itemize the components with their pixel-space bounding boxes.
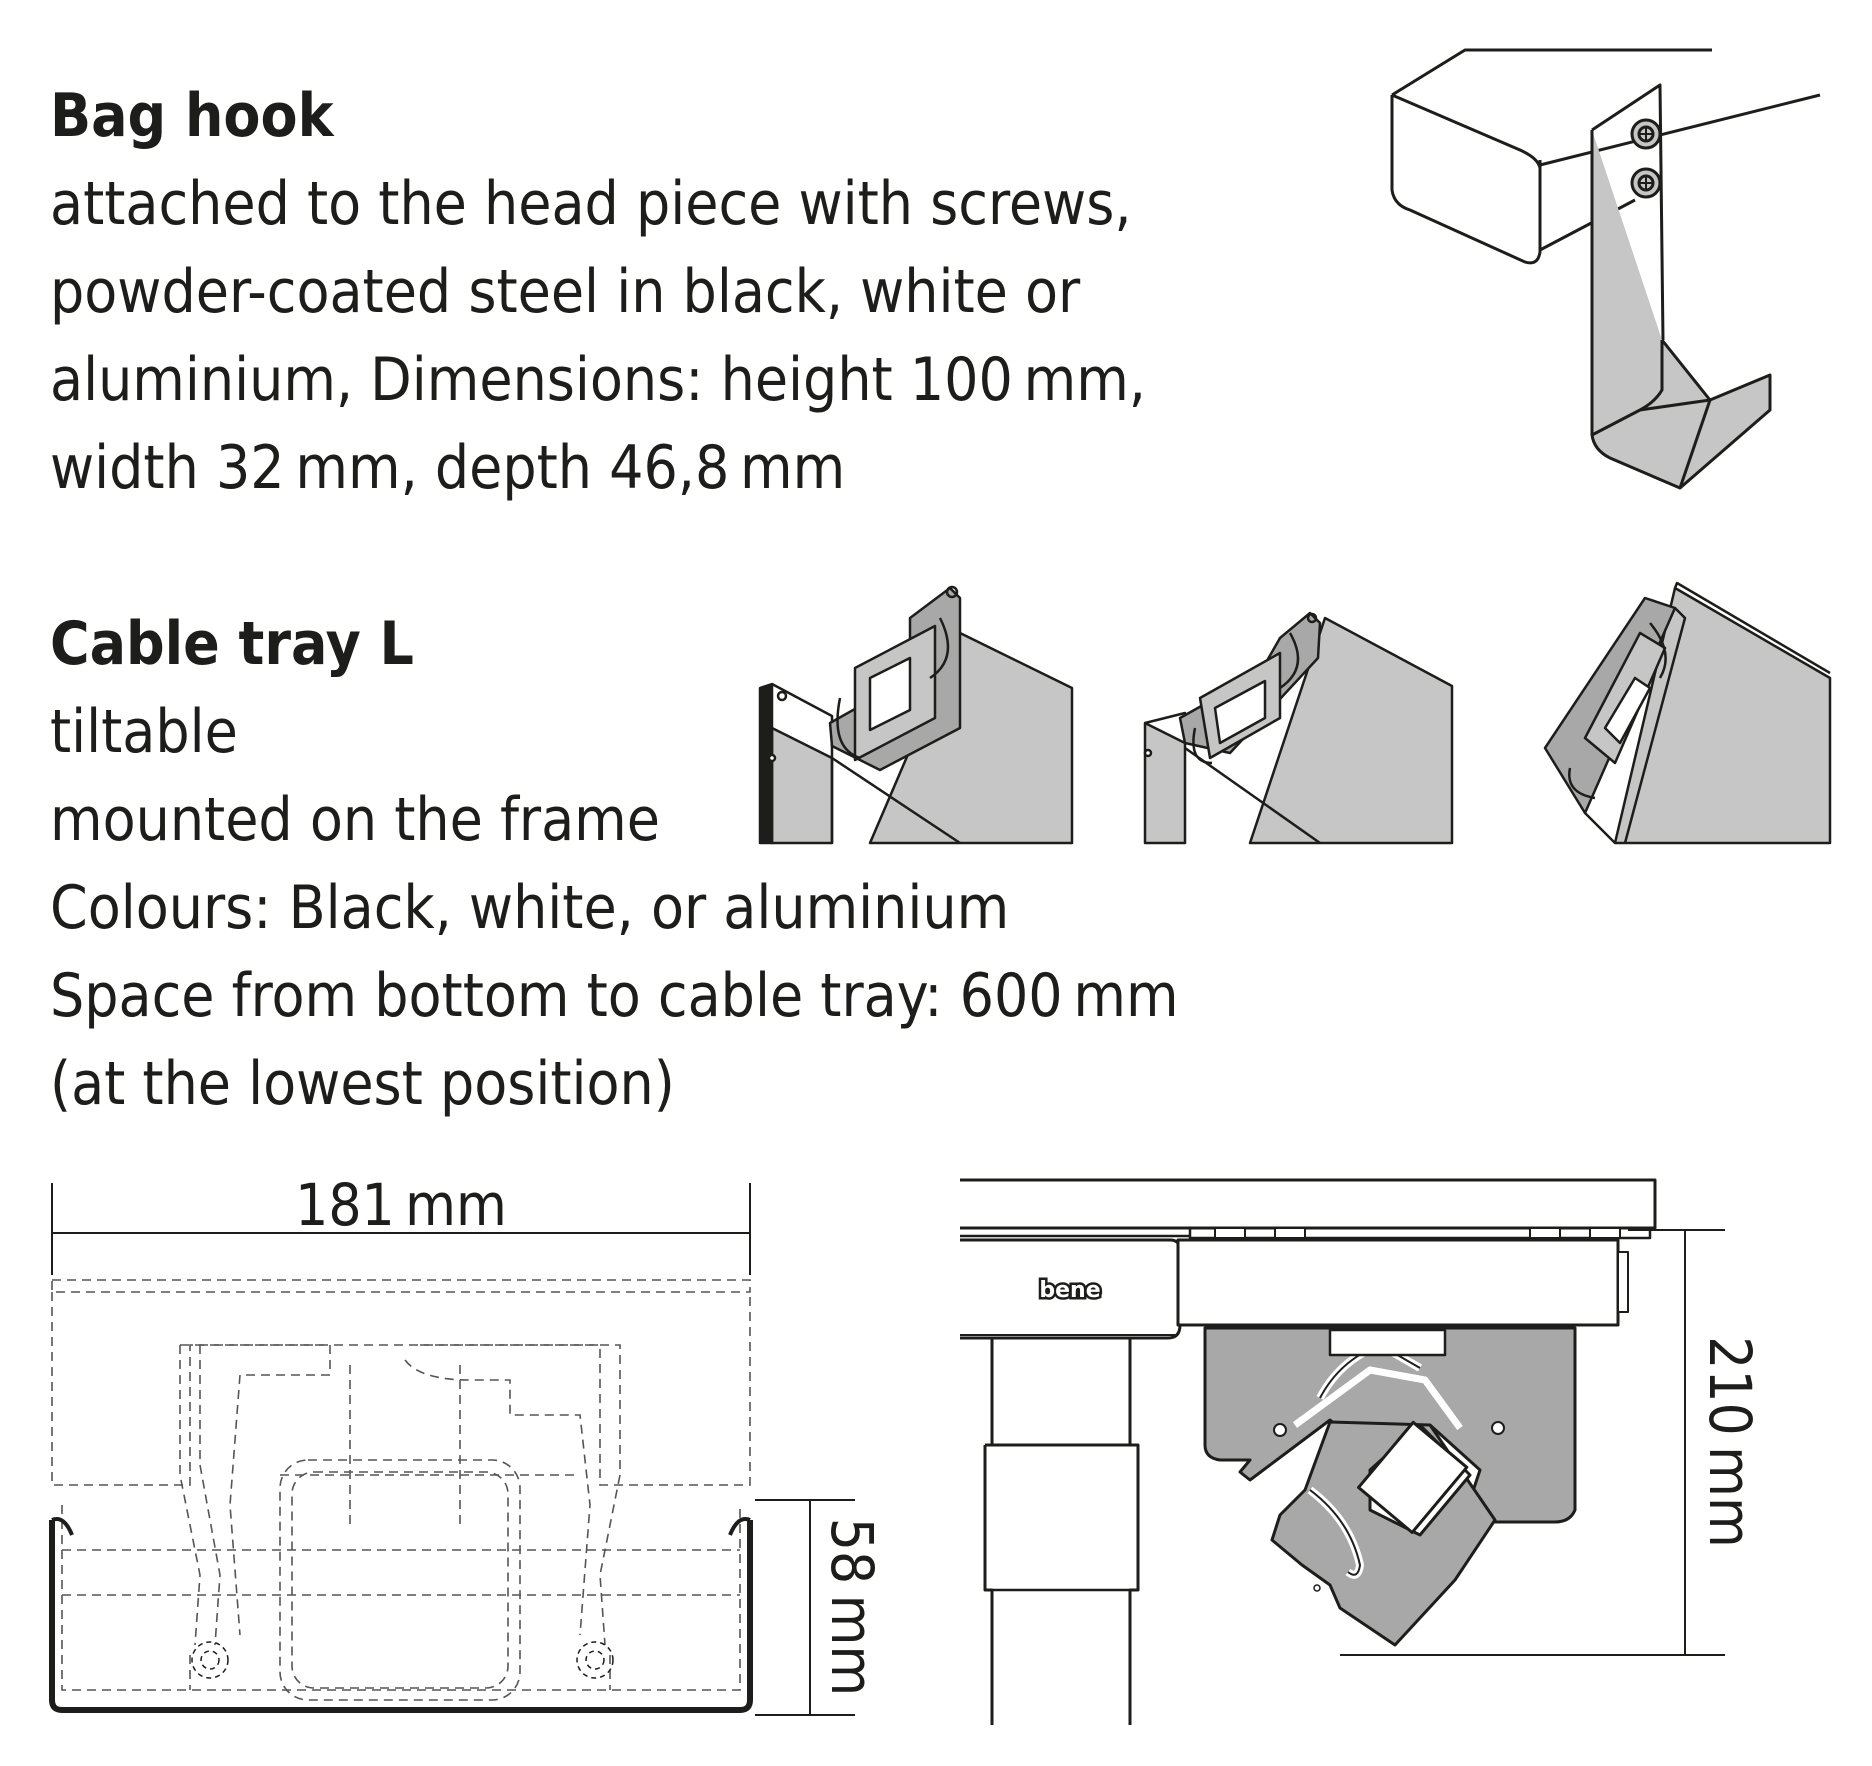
cable-tray-view-half — [1143, 611, 1454, 845]
width-dimension-label: 181 mm — [295, 1171, 507, 1239]
cable-tray-line-3: Colours: Black, white, or aluminium — [50, 873, 1010, 943]
bag-hook-title: Bag hook — [50, 81, 334, 151]
cable-tray-title: Cable tray L — [50, 609, 414, 679]
bag-hook-description: attached to the head piece with screws, … — [50, 160, 1146, 512]
cable-tray-line-5: (at the lowest position) — [50, 1049, 675, 1119]
bag-hook-line-3: aluminium, Dimensions: height 100 mm, — [50, 345, 1146, 415]
bag-hook-line-4: width 32 mm, depth 46,8 mm — [50, 433, 846, 503]
height-dimension-label: 58 mm — [818, 1518, 886, 1696]
cable-tray-view-tilted — [1543, 581, 1832, 845]
total-height-dimension-label: 210 mm — [1696, 1336, 1764, 1548]
bene-logo: bene — [1039, 1278, 1100, 1303]
cable-tray-line-2: mounted on the frame — [50, 785, 660, 855]
cable-tray-side-drawing: bene 210 mm — [960, 1178, 1764, 1725]
cable-tray-description: tiltable mounted on the frame Colours: B… — [50, 688, 1179, 1128]
cable-tray-view-upright — [758, 585, 1074, 845]
cable-tray-line-1: tiltable — [50, 697, 238, 767]
cable-tray-front-drawing: 181 mm 58 mm — [49, 1171, 886, 1716]
bag-hook-illustration — [1390, 48, 1821, 490]
bag-hook-line-2: powder-coated steel in black, white or — [50, 257, 1081, 327]
bag-hook-line-1: attached to the head piece with screws, — [50, 169, 1132, 239]
cable-tray-line-4: Space from bottom to cable tray: 600 mm — [50, 961, 1179, 1031]
